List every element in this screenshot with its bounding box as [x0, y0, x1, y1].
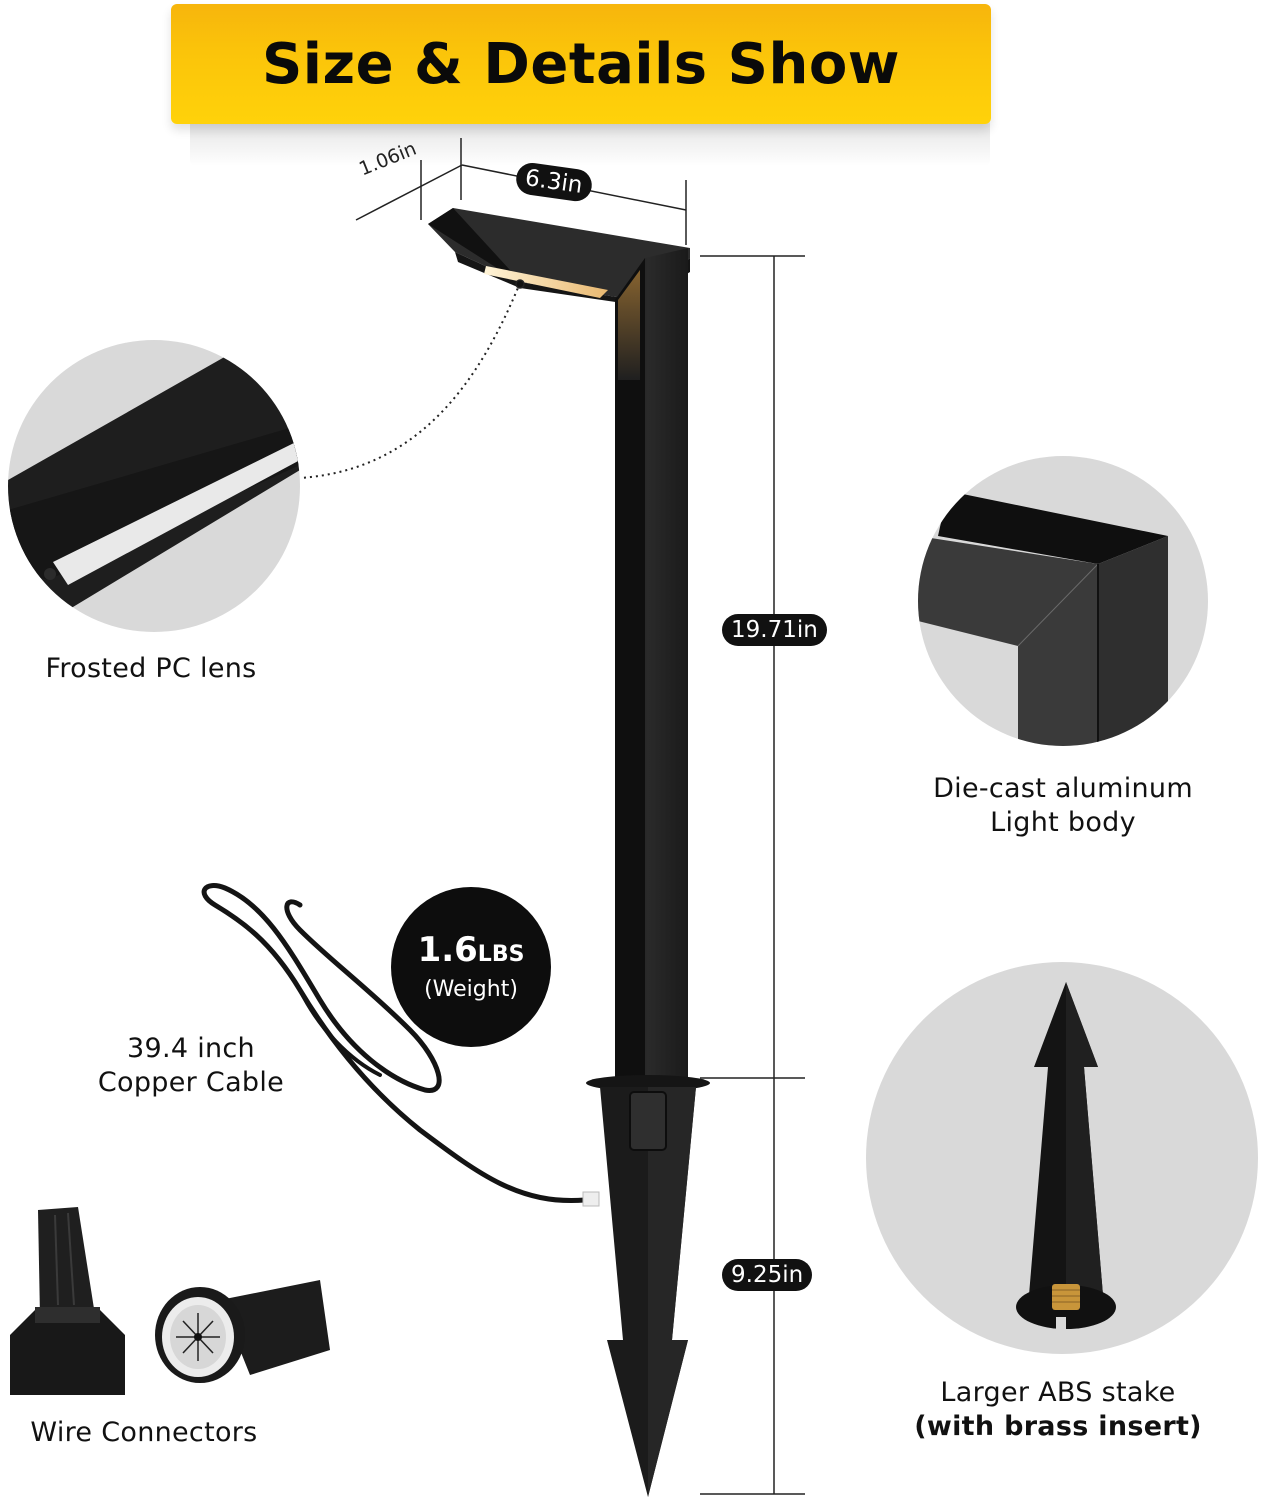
body-caption-line-2: Light body	[990, 807, 1136, 838]
weight-number: 1.6	[417, 929, 478, 970]
title-banner: Size & Details Show	[171, 4, 991, 124]
lens-detail-circle	[8, 340, 300, 632]
banner-shadow	[190, 118, 990, 166]
stake-caption-line-1: Larger ABS stake	[940, 1377, 1176, 1408]
weight-label: (Weight)	[424, 976, 518, 1002]
stake-height-dimension-label: 9.25in	[722, 1259, 813, 1291]
wire-connector-lying	[155, 1280, 330, 1383]
body-detail-circle	[918, 456, 1208, 746]
weight-badge: 1.6LBS (Weight)	[391, 887, 551, 1047]
light-post	[615, 248, 688, 1080]
stake-detail-circle	[866, 962, 1258, 1354]
body-closeup-image	[918, 491, 1168, 746]
wire-connector-standing	[10, 1207, 125, 1395]
weight-value: 1.6LBS	[418, 931, 525, 974]
lens-caption: Frosted PC lens	[45, 653, 257, 684]
light-head	[428, 208, 690, 305]
cable-caption-line-1: 39.4 inch	[127, 1033, 255, 1064]
cable-caption-line-2: Copper Cable	[97, 1067, 285, 1098]
copper-cable	[201, 883, 600, 1207]
weight-unit: LBS	[477, 941, 525, 967]
stake-caption-line-2: (with brass insert)	[914, 1411, 1202, 1442]
dimension-lines-height	[700, 255, 805, 1495]
body-caption-line-1: Die-cast aluminum	[933, 773, 1193, 804]
ground-stake	[586, 1075, 710, 1497]
post-height-dimension-label: 19.71in	[722, 614, 827, 646]
connectors-caption: Wire Connectors	[30, 1417, 258, 1448]
page-title: Size & Details Show	[261, 31, 901, 97]
wire-connectors-image	[10, 1207, 330, 1395]
lens-closeup-image	[8, 345, 300, 620]
stake-closeup-image	[1016, 982, 1116, 1331]
